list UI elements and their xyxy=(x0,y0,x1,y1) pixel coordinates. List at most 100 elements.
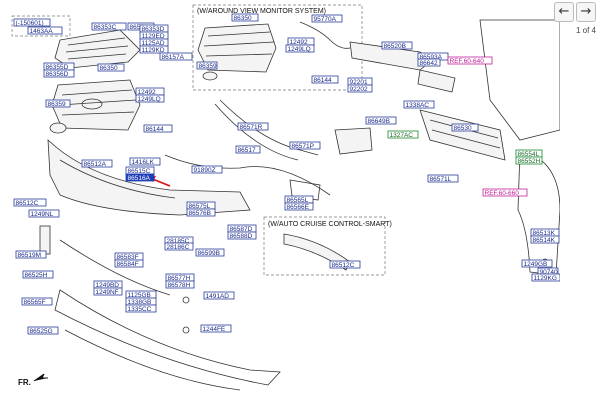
part-number-box xyxy=(531,273,560,282)
part-number-label[interactable]: 86359 xyxy=(45,99,71,108)
part-number-text: 86593A xyxy=(420,54,443,61)
part-number-text: 86552H xyxy=(518,158,541,165)
part-number-label[interactable]: 86552H xyxy=(515,156,543,165)
part-number-box xyxy=(200,324,232,333)
part-number-label[interactable]: 86512C xyxy=(329,260,361,269)
part-number-text: 86512C xyxy=(16,200,39,207)
part-number-box xyxy=(186,208,216,217)
part-number-label[interactable]: 86350 xyxy=(231,13,259,22)
part-number-text: 86525H xyxy=(25,272,48,279)
part-number-box xyxy=(482,188,528,197)
part-number-label[interactable]: 92202 xyxy=(347,84,373,93)
part-number-label[interactable]: 86576B xyxy=(186,208,216,217)
part-number-label[interactable]: 86530 xyxy=(451,123,479,132)
part-number-label[interactable]: 1491AD xyxy=(203,291,235,300)
part-number-label[interactable]: 86566E xyxy=(284,202,314,211)
part-number-text: 1491AD xyxy=(206,293,230,300)
part-number-label[interactable]: 86514K xyxy=(530,235,560,244)
part-number-label[interactable]: 86571R xyxy=(237,122,269,131)
part-number-label[interactable]: 1129KG xyxy=(531,273,560,282)
part-number-label[interactable]: 86519M xyxy=(15,250,47,259)
part-number-label[interactable]: 86584F xyxy=(114,259,144,268)
front-direction-label: FR. xyxy=(18,378,31,387)
part-number-label[interactable]: 86516A xyxy=(125,173,155,182)
part-number-text: 1335CC xyxy=(128,306,152,313)
part-number-label[interactable]: 1416LK xyxy=(129,157,161,166)
part-number-text: 86530 xyxy=(454,125,472,132)
part-number-label[interactable]: 86642 xyxy=(417,58,441,67)
part-number-label[interactable]: 28186C xyxy=(164,242,194,251)
bumper-cover-crease xyxy=(59,159,176,199)
part-number-text: 86576B xyxy=(189,210,211,217)
fog-lamp-part xyxy=(334,127,373,155)
part-number-label[interactable]: 86356D xyxy=(43,69,75,78)
part-number-text: 95770A xyxy=(314,16,337,23)
part-number-text: 1249NL xyxy=(31,211,54,218)
part-number-label[interactable]: (-150601) xyxy=(13,18,51,27)
part-number-label[interactable]: 1249NL xyxy=(28,209,60,218)
part-number-box xyxy=(15,250,47,259)
part-number-label[interactable]: REF.60-660 xyxy=(482,188,528,197)
part-number-box xyxy=(91,22,127,31)
part-number-text: 86513K xyxy=(533,230,556,237)
part-number-label[interactable]: 1129KD xyxy=(139,45,169,54)
part-number-box xyxy=(129,157,161,166)
part-number-label[interactable]: 86649B xyxy=(365,116,397,125)
part-number-label[interactable]: 86525G xyxy=(27,326,59,335)
part-number-box xyxy=(521,259,553,268)
emblem-part xyxy=(49,122,67,134)
part-number-label[interactable]: 1335CC xyxy=(125,304,157,313)
part-number-label[interactable]: 86512C xyxy=(13,198,47,207)
part-number-text: 86649B xyxy=(368,118,390,125)
part-number-text: 86583F xyxy=(117,254,139,261)
part-number-text: 86514K xyxy=(533,237,556,244)
part-number-label[interactable]: 86599B xyxy=(195,248,225,257)
part-number-text: 86353D xyxy=(142,26,165,33)
part-number-text: 28186C xyxy=(167,244,190,251)
part-number-label[interactable]: 86571P xyxy=(289,141,321,150)
part-number-label[interactable]: 86588D xyxy=(227,231,257,240)
part-number-label[interactable]: 1244FE xyxy=(200,324,232,333)
part-number-label[interactable]: 1249LQ xyxy=(285,44,315,53)
part-number-label[interactable]: 95770A xyxy=(311,14,343,23)
part-number-text: 1244FE xyxy=(203,326,226,333)
part-number-box xyxy=(451,123,479,132)
part-number-text: 86359 xyxy=(48,101,66,108)
part-number-label[interactable]: 91890Z xyxy=(191,165,223,174)
arrow-left-icon[interactable]: ← xyxy=(554,2,574,22)
part-number-label[interactable]: 86517 xyxy=(235,145,261,154)
part-number-box xyxy=(159,52,193,61)
part-number-label[interactable]: 86144 xyxy=(311,75,339,84)
part-number-label[interactable]: 86571L xyxy=(427,174,459,183)
part-number-text: 28185C xyxy=(167,238,190,245)
part-number-box xyxy=(13,198,47,207)
bumper-parts-diagram: (W/AROUND VIEW MONITOR SYSTEM) (W/AUTO C… xyxy=(11,4,560,391)
part-number-label[interactable]: 86520B xyxy=(381,41,413,50)
part-number-label[interactable]: 1249GB xyxy=(521,259,553,268)
part-number-label[interactable]: 86144 xyxy=(143,124,173,133)
part-number-label[interactable]: 86350 xyxy=(97,63,125,72)
arrow-right-icon[interactable]: → xyxy=(576,2,596,22)
part-number-label[interactable]: REF.60-640 xyxy=(447,56,493,65)
auto-cruise-caption: (W/AUTO CRUISE CONTROL-SMART) xyxy=(268,221,392,228)
part-number-label[interactable]: 1463AA xyxy=(27,26,63,35)
part-number-text: 86551 xyxy=(130,24,148,31)
part-number-text: 90740 xyxy=(540,269,558,276)
part-number-text: 1129ED xyxy=(142,33,165,40)
part-number-box xyxy=(285,44,315,53)
part-number-box xyxy=(135,94,165,103)
part-number-label[interactable]: 86353C xyxy=(91,22,127,31)
part-number-label[interactable]: 1327AC xyxy=(387,130,419,139)
part-number-label[interactable]: 1338AC xyxy=(403,100,435,109)
part-number-label[interactable]: 86525H xyxy=(22,270,54,279)
part-number-label[interactable]: 86512A xyxy=(81,159,113,168)
part-number-label[interactable]: 86565F xyxy=(21,297,53,306)
part-number-label[interactable]: 1249NF xyxy=(93,287,123,296)
part-number-label[interactable]: 86578H xyxy=(165,280,195,289)
part-number-text: 1125AD xyxy=(142,40,165,47)
part-number-label[interactable]: 1249LQ xyxy=(135,94,165,103)
part-number-label[interactable]: 86157A xyxy=(159,52,193,61)
part-number-box xyxy=(196,61,218,70)
part-number-label[interactable]: 86359 xyxy=(196,61,218,70)
part-number-box xyxy=(28,209,60,218)
